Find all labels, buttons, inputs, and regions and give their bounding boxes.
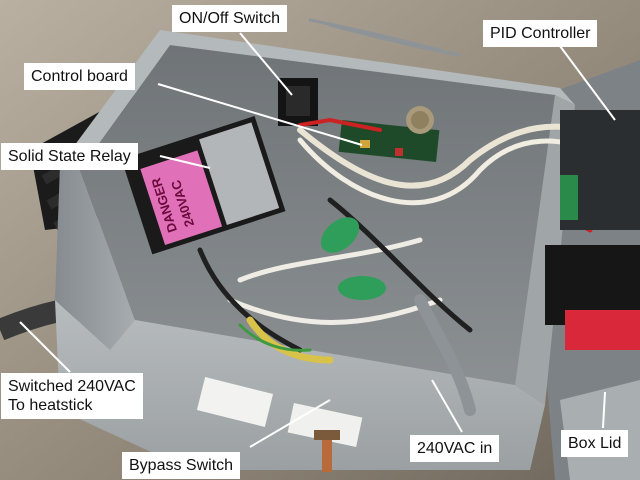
enclosure-top-rim [60, 30, 575, 170]
enclosure-left-wall [55, 165, 135, 350]
enclosure-front-wall [55, 300, 545, 470]
bypass-switch-toggle [322, 432, 332, 472]
solid-state-relay: DANGER 240VAC [121, 116, 286, 255]
pid-controller [545, 110, 640, 350]
wiring [197, 18, 593, 416]
wire-nuts [320, 217, 386, 300]
relay-sticker [140, 150, 223, 246]
control-board [338, 106, 440, 163]
